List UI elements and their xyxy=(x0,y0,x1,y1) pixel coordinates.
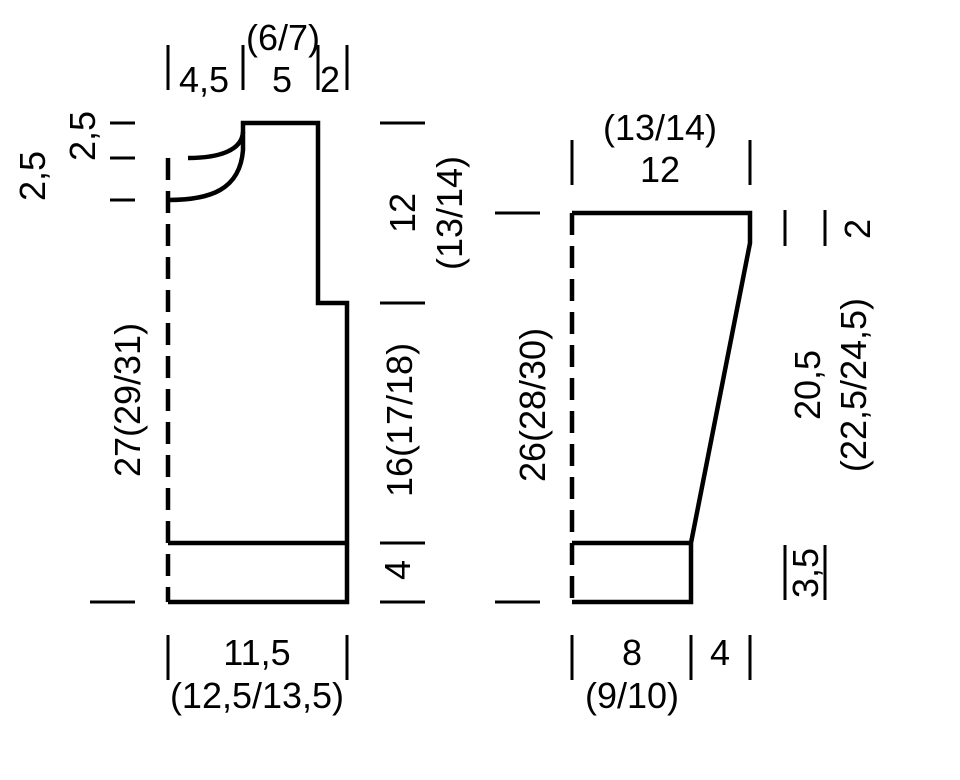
left-side-b: 2,5 xyxy=(62,111,103,161)
right-piece: (13/14) 12 26(28/30) 2 20,5 (22,5/24,5) … xyxy=(495,107,878,716)
right-side-top: 2 xyxy=(837,219,878,239)
right-top-a: (13/14) xyxy=(603,107,717,148)
left-right-low: 4 xyxy=(377,560,418,580)
left-top-b: 5 xyxy=(272,59,292,100)
left-top-total: (6/7) xyxy=(246,17,320,58)
right-top-b: 12 xyxy=(640,149,680,190)
right-piece-outline xyxy=(572,210,753,605)
left-top-a: 4,5 xyxy=(179,59,229,100)
right-bottom-b: (9/10) xyxy=(585,675,679,716)
right-bottom-a: 8 xyxy=(622,632,642,673)
right-bottom-c: 4 xyxy=(710,632,730,673)
left-bottom-a: 11,5 xyxy=(223,632,290,673)
right-side-low: 3,5 xyxy=(785,548,826,598)
right-side-mid-b: (22,5/24,5) xyxy=(833,298,874,472)
left-piece-outline xyxy=(167,120,350,605)
left-bottom-b: (12,5/13,5) xyxy=(170,675,344,716)
left-neck-curve xyxy=(187,131,246,161)
left-right-upper-b: (13/14) xyxy=(429,156,470,270)
left-top-c: 2 xyxy=(320,59,340,100)
left-right-upper-a: 12 xyxy=(382,193,423,233)
left-piece: (6/7) 4,5 5 2 2,5 2,5 27(29/31) 12 (13/1… xyxy=(12,17,470,716)
right-height-total: 26(28/30) xyxy=(512,328,553,482)
right-side-mid-a: 20,5 xyxy=(787,350,828,420)
left-side-a: 2,5 xyxy=(12,151,53,201)
left-height-total: 27(29/31) xyxy=(107,323,148,477)
left-right-mid: 16(17/18) xyxy=(379,343,420,497)
